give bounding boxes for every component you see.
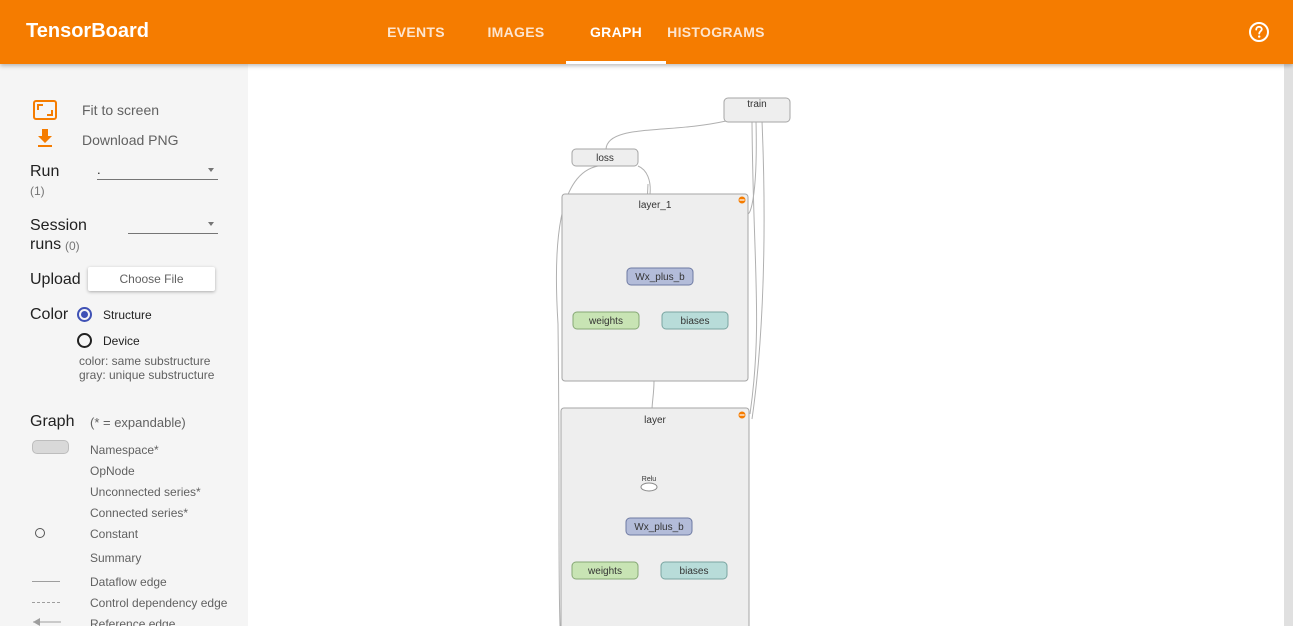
namespace-layer-label: layer <box>644 415 666 426</box>
node-biases-layer[interactable] <box>660 561 728 580</box>
node-weights-layer[interactable] <box>571 561 639 580</box>
upload-label: Upload <box>30 271 81 288</box>
top-app-bar: TensorBoard EVENTS IMAGES GRAPH HISTOGRA… <box>0 0 1293 64</box>
graph-legend-label: Graph <box>30 413 75 430</box>
fit-to-screen-button[interactable]: Fit to screen <box>30 98 230 122</box>
graph-controls-sidebar: Fit to screen Download PNG Run (1) . Ses… <box>0 64 248 626</box>
namespace-layer-1[interactable] <box>561 193 749 382</box>
legend-namespace: Namespace* <box>90 443 159 457</box>
app-title: TensorBoard <box>26 20 149 42</box>
color-device-radio[interactable] <box>77 333 92 348</box>
legend-constant: Constant <box>90 527 139 541</box>
node-weights-layer-1[interactable] <box>572 311 640 330</box>
namespace-swatch <box>32 440 69 454</box>
edge-layer1-layer <box>651 380 655 411</box>
run-dropdown-value: . <box>97 162 101 177</box>
legend-control-dependency-edge: Control dependency edge <box>90 596 228 610</box>
legend-unconnected-series: Unconnected series* <box>90 485 201 499</box>
control-edge-swatch <box>32 602 60 603</box>
session-runs-label-line1: Session <box>30 217 87 234</box>
collapse-minus-icon <box>739 199 745 201</box>
download-png-label: Download PNG <box>82 132 179 148</box>
collapse-minus-icon <box>739 414 745 416</box>
constant-swatch <box>35 528 45 538</box>
graph-canvas[interactable]: layer_1 layer train loss Wx_plus_b weigh… <box>248 64 1284 626</box>
edge-train-loss <box>605 120 727 150</box>
node-wx-plus-b-layer-label: Wx_plus_b <box>634 522 684 533</box>
help-button[interactable] <box>1248 21 1270 43</box>
node-weights-layer-1-label: weights <box>588 316 623 327</box>
chevron-down-icon <box>208 168 214 172</box>
session-runs-dropdown[interactable] <box>128 216 218 234</box>
legend-dataflow-edge: Dataflow edge <box>90 575 167 589</box>
fit-screen-icon <box>33 100 57 120</box>
node-biases-layer-1-label: biases <box>681 316 710 327</box>
color-label: Color <box>30 306 69 323</box>
edge-train-layer <box>749 120 758 415</box>
legend-summary: Summary <box>90 551 142 565</box>
session-runs-label-line2: runs <box>30 236 62 253</box>
color-structure-label: Structure <box>103 308 152 322</box>
legend-connected-series: Connected series* <box>90 506 189 520</box>
node-wx-plus-b-layer-1[interactable] <box>626 267 694 286</box>
graph-legend-note: (* = expandable) <box>90 415 186 430</box>
node-loss-label: loss <box>596 153 614 164</box>
node-wx-plus-b-layer[interactable] <box>625 517 693 536</box>
download-icon <box>38 129 52 147</box>
fit-to-screen-label: Fit to screen <box>82 102 160 118</box>
download-png-button[interactable]: Download PNG <box>30 128 230 152</box>
color-structure-radio[interactable] <box>77 307 92 322</box>
legend-opnode: OpNode <box>90 464 135 478</box>
chevron-down-icon <box>208 222 214 226</box>
namespace-layer-1-label: layer_1 <box>639 200 672 211</box>
run-label: Run <box>30 163 60 180</box>
tab-graph[interactable]: GRAPH <box>589 24 643 40</box>
node-relu-label: Relu <box>642 476 657 483</box>
edge-train-layer-b <box>751 120 765 420</box>
graph-svg[interactable]: layer_1 layer train loss Wx_plus_b weigh… <box>248 64 1284 626</box>
session-runs-count: (0) <box>65 239 80 253</box>
run-dropdown[interactable]: . <box>97 162 218 180</box>
tab-images[interactable]: IMAGES <box>487 24 545 40</box>
legend-reference-edge: Reference edge <box>90 617 176 626</box>
node-weights-layer-label: weights <box>587 566 622 577</box>
reference-edge-arrow-icon <box>33 618 61 626</box>
node-wx-plus-b-layer-1-label: Wx_plus_b <box>635 272 685 283</box>
dataflow-edge-swatch <box>32 581 60 582</box>
node-biases-layer-1[interactable] <box>661 311 729 330</box>
tab-histograms[interactable]: HISTOGRAMS <box>667 24 765 40</box>
color-note-same: color: same substructure <box>79 354 211 368</box>
node-relu[interactable] <box>640 482 658 492</box>
choose-file-button[interactable]: Choose File <box>88 267 215 291</box>
vertical-scrollbar[interactable] <box>1284 64 1293 626</box>
node-train[interactable] <box>723 97 791 123</box>
node-train-label: train <box>747 99 766 110</box>
run-count: (1) <box>30 184 45 198</box>
color-device-label: Device <box>103 334 140 348</box>
node-biases-layer-label: biases <box>680 566 709 577</box>
node-loss[interactable] <box>571 148 639 167</box>
namespace-layer[interactable] <box>560 407 750 626</box>
help-circle-icon <box>1249 22 1269 42</box>
tab-events[interactable]: EVENTS <box>387 24 445 40</box>
active-tab-indicator <box>566 61 666 64</box>
color-note-unique: gray: unique substructure <box>79 368 215 382</box>
